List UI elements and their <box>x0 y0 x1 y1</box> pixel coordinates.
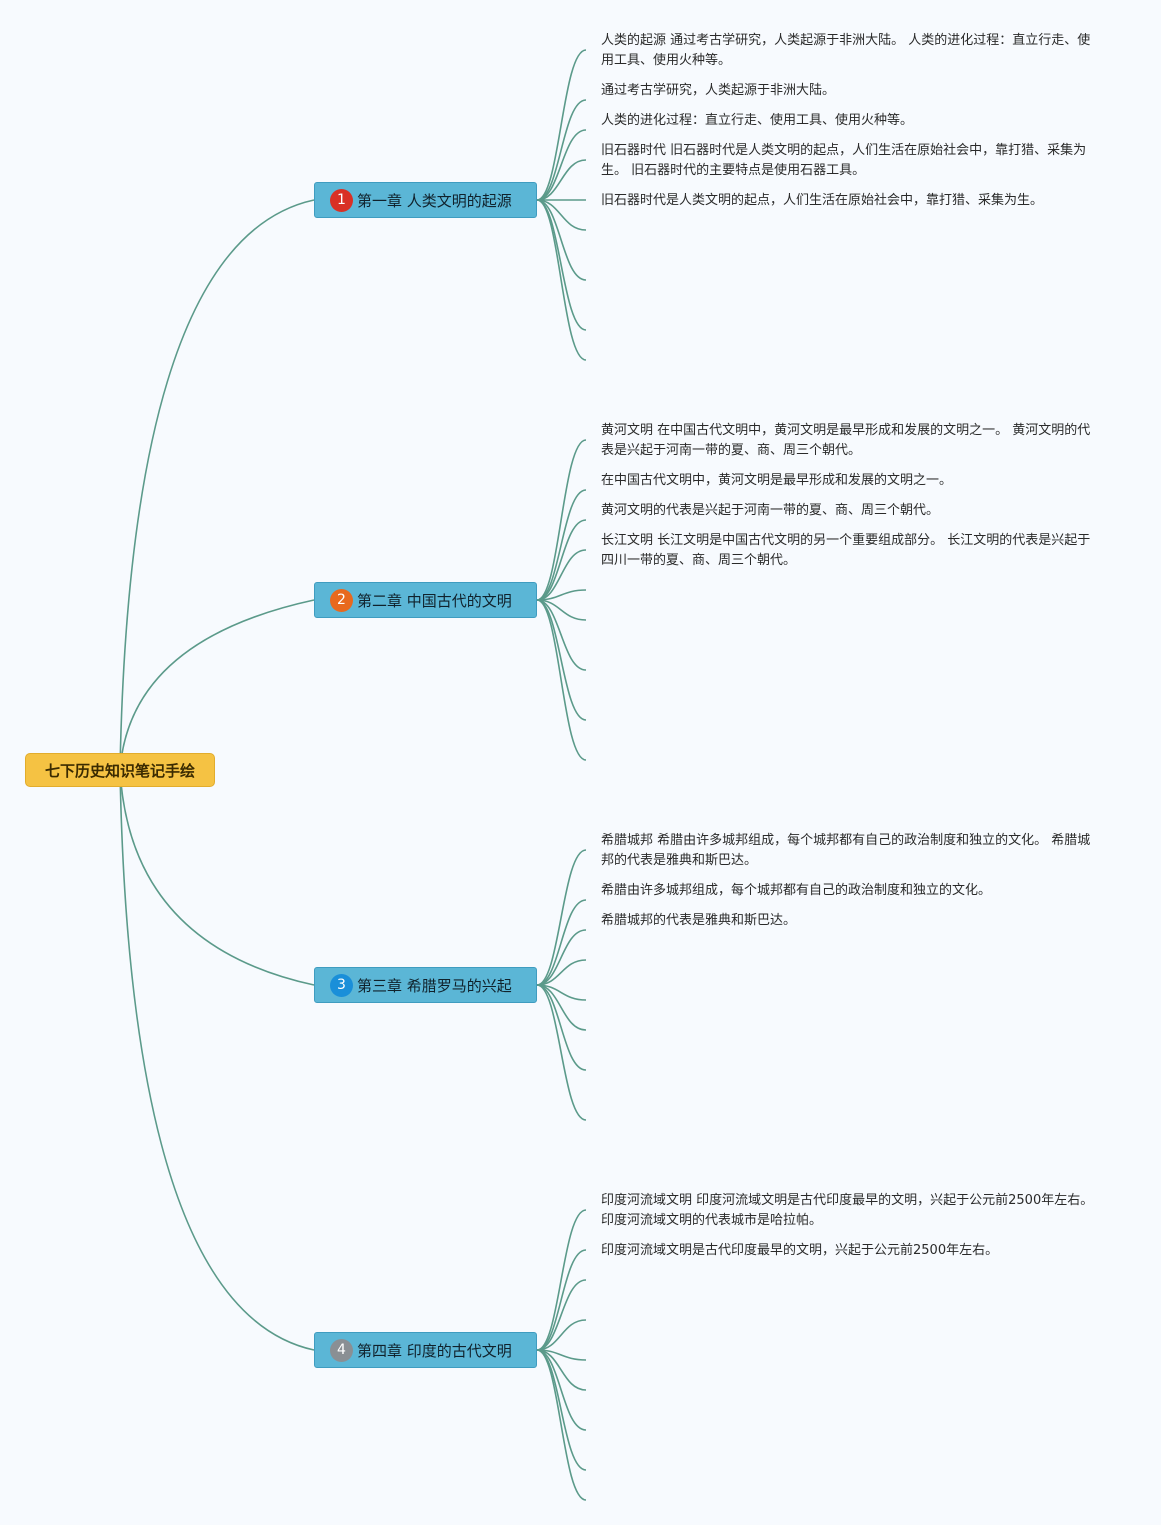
connector-line <box>536 439 587 601</box>
connector-line <box>536 984 587 1031</box>
note-item[interactable]: 人类的起源 通过考古学研究，人类起源于非洲大陆。 人类的进化过程：直立行走、使用… <box>601 33 1091 68</box>
connector-line <box>536 199 587 281</box>
note-item[interactable]: 黄河文明的代表是兴起于河南一带的夏、商、周三个朝代。 <box>601 503 940 518</box>
note-item[interactable]: 人类的进化过程：直立行走、使用工具、使用火种等。 <box>601 113 914 128</box>
connector-line <box>536 599 587 761</box>
root-node[interactable]: 七下历史知识笔记手绘 <box>25 753 215 787</box>
connector-line <box>119 199 315 771</box>
connector-line <box>119 769 315 986</box>
chapter-node-4[interactable]: 4 第四章 印度的古代文明 <box>314 1332 537 1368</box>
chapter-title: 第二章 中国古代的文明 <box>357 591 512 610</box>
note-item[interactable]: 通过考古学研究，人类起源于非洲大陆。 <box>601 83 836 98</box>
chapter-node-1[interactable]: 1 第一章 人类文明的起源 <box>314 182 537 218</box>
connector-line <box>536 849 587 986</box>
connector-line <box>536 489 587 601</box>
connector-line <box>536 1279 587 1351</box>
connector-line <box>536 1349 587 1431</box>
note-item[interactable]: 希腊城邦 希腊由许多城邦组成，每个城邦都有自己的政治制度和独立的文化。 希腊城邦… <box>601 833 1091 868</box>
connector-line <box>536 49 587 201</box>
connector-line <box>536 199 587 231</box>
connector-line <box>536 984 587 1121</box>
note-item[interactable]: 希腊城邦的代表是雅典和斯巴达。 <box>601 913 797 928</box>
number-badge-icon: 1 <box>330 188 353 212</box>
connector-line <box>536 99 587 201</box>
chapter-node-2[interactable]: 2 第二章 中国古代的文明 <box>314 582 537 618</box>
connector-line <box>536 1349 587 1501</box>
connector-line <box>536 1249 587 1351</box>
number-badge-icon: 4 <box>330 1338 353 1362</box>
chapter-node-3[interactable]: 3 第三章 希腊罗马的兴起 <box>314 967 537 1003</box>
chapter-title: 第一章 人类文明的起源 <box>357 191 512 210</box>
connector-line <box>536 159 587 201</box>
number-badge-icon: 2 <box>330 588 353 612</box>
connector-line <box>536 1349 587 1471</box>
note-item[interactable]: 希腊由许多城邦组成，每个城邦都有自己的政治制度和独立的文化。 <box>601 883 992 898</box>
connector-line <box>536 1209 587 1351</box>
connector-line <box>119 599 315 771</box>
note-item[interactable]: 长江文明 长江文明是中国古代文明的另一个重要组成部分。 长江文明的代表是兴起于四… <box>601 533 1091 568</box>
chapter-title: 第三章 希腊罗马的兴起 <box>357 976 512 995</box>
note-item[interactable]: 在中国古代文明中，黄河文明是最早形成和发展的文明之一。 <box>601 473 953 488</box>
connector-line <box>536 959 587 986</box>
connector-line <box>536 199 587 331</box>
chapter-title: 第四章 印度的古代文明 <box>357 1341 512 1360</box>
number-badge-icon: 3 <box>330 973 353 997</box>
connector-line <box>536 599 587 721</box>
connector-line <box>536 519 587 601</box>
connector-line <box>536 199 587 361</box>
note-item[interactable]: 印度河流域文明是古代印度最早的文明，兴起于公元前2500年左右。 <box>601 1243 999 1258</box>
connector-line <box>536 549 587 601</box>
connector-line <box>536 599 587 621</box>
connector-line <box>536 599 587 671</box>
note-item[interactable]: 黄河文明 在中国古代文明中，黄河文明是最早形成和发展的文明之一。 黄河文明的代表… <box>601 423 1091 458</box>
connector-line <box>536 1349 587 1391</box>
connector-line <box>536 129 587 201</box>
note-item[interactable]: 印度河流域文明 印度河流域文明是古代印度最早的文明，兴起于公元前2500年左右。… <box>601 1193 1094 1228</box>
note-item[interactable]: 旧石器时代是人类文明的起点，人们生活在原始社会中，靠打猎、采集为生。 <box>601 193 1044 208</box>
connector-line <box>536 899 587 986</box>
connector-line <box>536 929 587 986</box>
root-label: 七下历史知识笔记手绘 <box>44 761 195 780</box>
connector-line <box>119 769 315 1351</box>
connector-line <box>536 984 587 1071</box>
connector-line <box>536 1319 587 1351</box>
note-item[interactable]: 旧石器时代 旧石器时代是人类文明的起点，人们生活在原始社会中，靠打猎、采集为生。… <box>601 143 1087 178</box>
